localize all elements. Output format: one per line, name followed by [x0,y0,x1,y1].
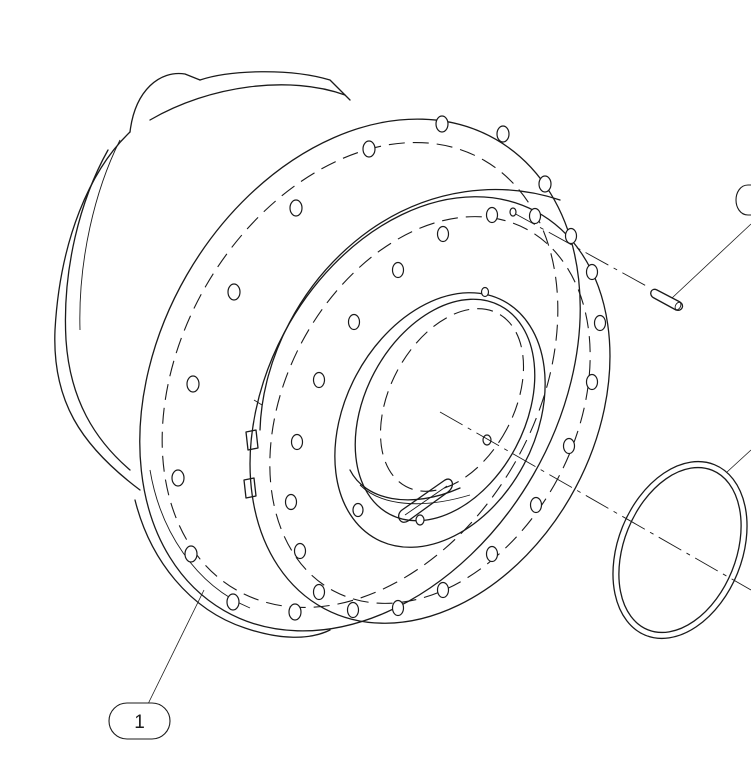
inner-bolt-holes [284,206,607,619]
main-flange [134,118,581,638]
alignment-pin [509,207,684,311]
leader-lines [147,223,751,705]
o-ring [612,460,748,640]
inner-flange [249,188,611,624]
rear-housing [54,71,351,491]
side-lugs [243,399,263,499]
center-axis-line [439,411,751,591]
callout-balloon-1: 1 [108,702,171,740]
flange-bolt-holes [171,115,552,621]
callout-number: 1 [134,712,145,733]
callout-balloon-partial [735,184,751,216]
central-bore [334,286,546,548]
